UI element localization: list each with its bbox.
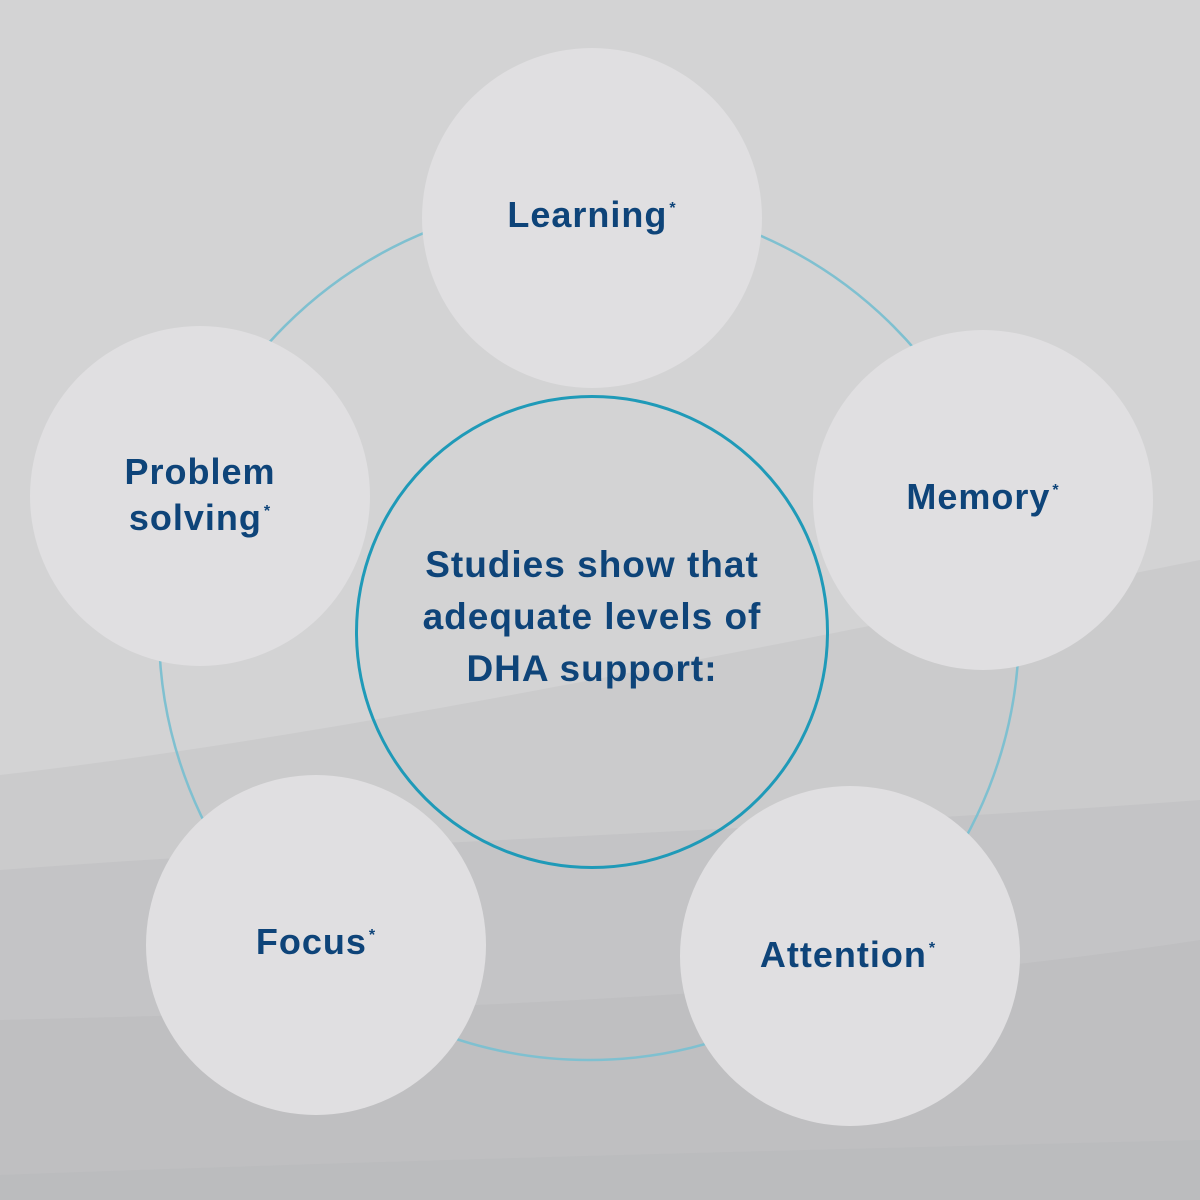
node-memory-label: Memory* — [906, 474, 1059, 520]
node-memory: Memory* — [813, 330, 1153, 670]
node-attention-label: Attention* — [760, 932, 936, 978]
problem-solving-marker: * — [263, 503, 272, 520]
node-learning-label: Learning* — [507, 192, 676, 238]
learning-marker: * — [669, 200, 677, 217]
node-problem-solving: Problem solving* — [30, 326, 370, 666]
attention-marker: * — [928, 940, 937, 957]
node-focus-label: Focus* — [256, 919, 376, 965]
node-focus: Focus* — [146, 775, 486, 1115]
problem-solving-text: solving — [128, 497, 262, 538]
center-text: Studies show that adequate levels of DHA… — [422, 544, 762, 689]
problem-solving-line1: Problem — [124, 451, 276, 492]
node-problem-solving-label: Problem solving* — [124, 449, 275, 541]
node-attention: Attention* — [680, 786, 1020, 1126]
memory-text: Memory — [906, 476, 1051, 517]
memory-marker: * — [1052, 482, 1060, 499]
learning-text: Learning — [507, 194, 668, 235]
center-circle: Studies show that adequate levels of DHA… — [355, 395, 829, 869]
node-learning: Learning* — [422, 48, 762, 388]
problem-solving-line2: solving* — [124, 495, 275, 541]
focus-marker: * — [368, 927, 377, 944]
attention-text: Attention — [759, 934, 927, 975]
focus-text: Focus — [255, 921, 367, 962]
